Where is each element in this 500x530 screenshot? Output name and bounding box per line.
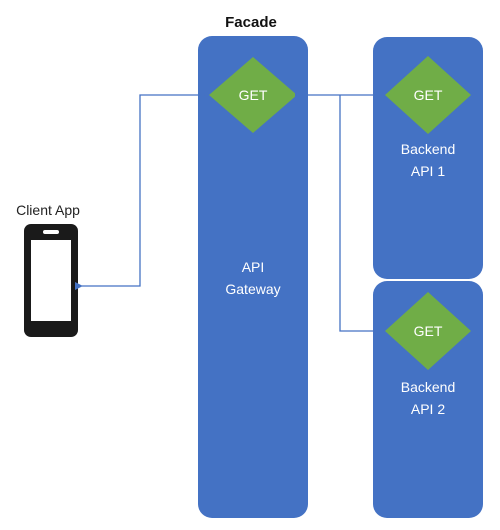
gateway-get-label: GET xyxy=(239,87,268,103)
backend-api-1-label-line2: API 1 xyxy=(411,163,445,179)
api-gateway-label-line1: API xyxy=(242,259,265,275)
backend-api-1-get-label: GET xyxy=(414,87,443,103)
backend-api-1-get-diamond xyxy=(385,56,471,134)
gateway-get-diamond xyxy=(209,57,297,133)
backend-api-2-get-diamond xyxy=(385,292,471,370)
backend-api-2-label-line1: Backend xyxy=(401,379,455,395)
connectors xyxy=(75,91,381,335)
phone-icon xyxy=(24,224,78,337)
client-gateway-arrow xyxy=(75,91,206,290)
api-gateway-box xyxy=(198,36,308,518)
client-app-label: Client App xyxy=(16,202,80,218)
gateway-backend2-arrow xyxy=(339,95,381,335)
facade-title: Facade xyxy=(225,14,277,31)
api-gateway-label-line2: Gateway xyxy=(225,281,280,297)
backend-api-1-label-line1: Backend xyxy=(401,141,455,157)
backend-api-2-get-label: GET xyxy=(414,323,443,339)
backend-api-2-label-line2: API 2 xyxy=(411,401,445,417)
